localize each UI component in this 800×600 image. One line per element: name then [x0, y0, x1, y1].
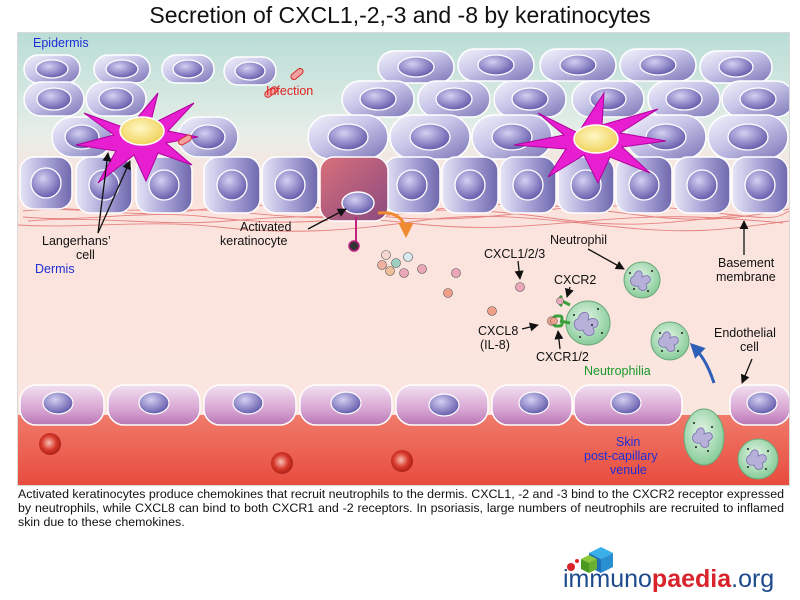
- lower-keratinocytes: [51, 114, 789, 160]
- label-neutrophilia: Neutrophilia: [584, 364, 651, 378]
- middle-keratinocytes: [23, 80, 789, 118]
- label-basement-line1: Basement: [718, 256, 775, 270]
- cxcr2-receptor: [556, 294, 571, 308]
- label-cxcl8-line1: CXCL8: [478, 324, 518, 338]
- label-cxcr2: CXCR2: [554, 273, 596, 287]
- activated-receptor-knob: [348, 240, 360, 252]
- label-venule-line1: Skin: [616, 435, 640, 449]
- label-venule-line2: post-capillary: [584, 449, 658, 463]
- label-dermis: Dermis: [35, 262, 75, 276]
- neutrophil-extravasating: [683, 408, 725, 466]
- vessel-lumen: [18, 415, 789, 485]
- neutrophil-migrating: [650, 321, 690, 361]
- secretion-arrow: [377, 211, 414, 238]
- leader-lines: [97, 152, 753, 384]
- cxcr12-receptor: [550, 314, 571, 328]
- label-endothelial-line2: cell: [740, 340, 759, 354]
- label-cxcl8-line2: (IL-8): [480, 338, 510, 352]
- migration-arrow: [689, 342, 716, 384]
- label-cxcr12: CXCR1/2: [536, 350, 589, 364]
- label-cxcl123: CXCL1/2/3: [484, 247, 545, 261]
- langerhans-cell-right: [513, 91, 667, 185]
- label-activated-line1: Activated: [240, 220, 291, 234]
- label-activated-line2: keratinocyte: [220, 234, 287, 248]
- logo-text: immunopaedia.org: [563, 565, 775, 593]
- label-venule-line3: venule: [610, 463, 647, 477]
- neutrophil-upper: [623, 261, 661, 299]
- label-endothelial-line1: Endothelial: [714, 326, 776, 340]
- neutrophil-in-vessel: [737, 438, 779, 480]
- label-langerhans-line2: cell: [76, 248, 95, 262]
- upper-keratinocytes: [23, 48, 773, 86]
- page-title: Secretion of CXCL1,-2,-3 and -8 by kerat…: [149, 2, 651, 28]
- label-langerhans-line1: Langerhans’: [42, 234, 111, 248]
- endothelium: [19, 384, 789, 426]
- infection-microbes: [178, 67, 304, 146]
- langerhans-cell-left: [75, 92, 199, 184]
- activated-keratinocyte: [319, 156, 389, 222]
- label-infection: Infection: [266, 84, 313, 98]
- label-neutrophil: Neutrophil: [550, 233, 607, 247]
- immunopaedia-logo[interactable]: immunopaedia.org: [547, 545, 787, 595]
- red-blood-cells: [39, 433, 413, 474]
- label-epidermis: Epidermis: [33, 36, 89, 50]
- neutrophil-binding: [565, 300, 611, 346]
- neutrophil-granules: [573, 270, 769, 470]
- logo-cubes-icon: [567, 547, 613, 573]
- label-basement-line2: membrane: [716, 270, 776, 284]
- figure-caption: Activated keratinocytes produce chemokin…: [18, 487, 784, 530]
- diagram: Epidermis Dermis Infection Langerhans’ c…: [17, 32, 790, 486]
